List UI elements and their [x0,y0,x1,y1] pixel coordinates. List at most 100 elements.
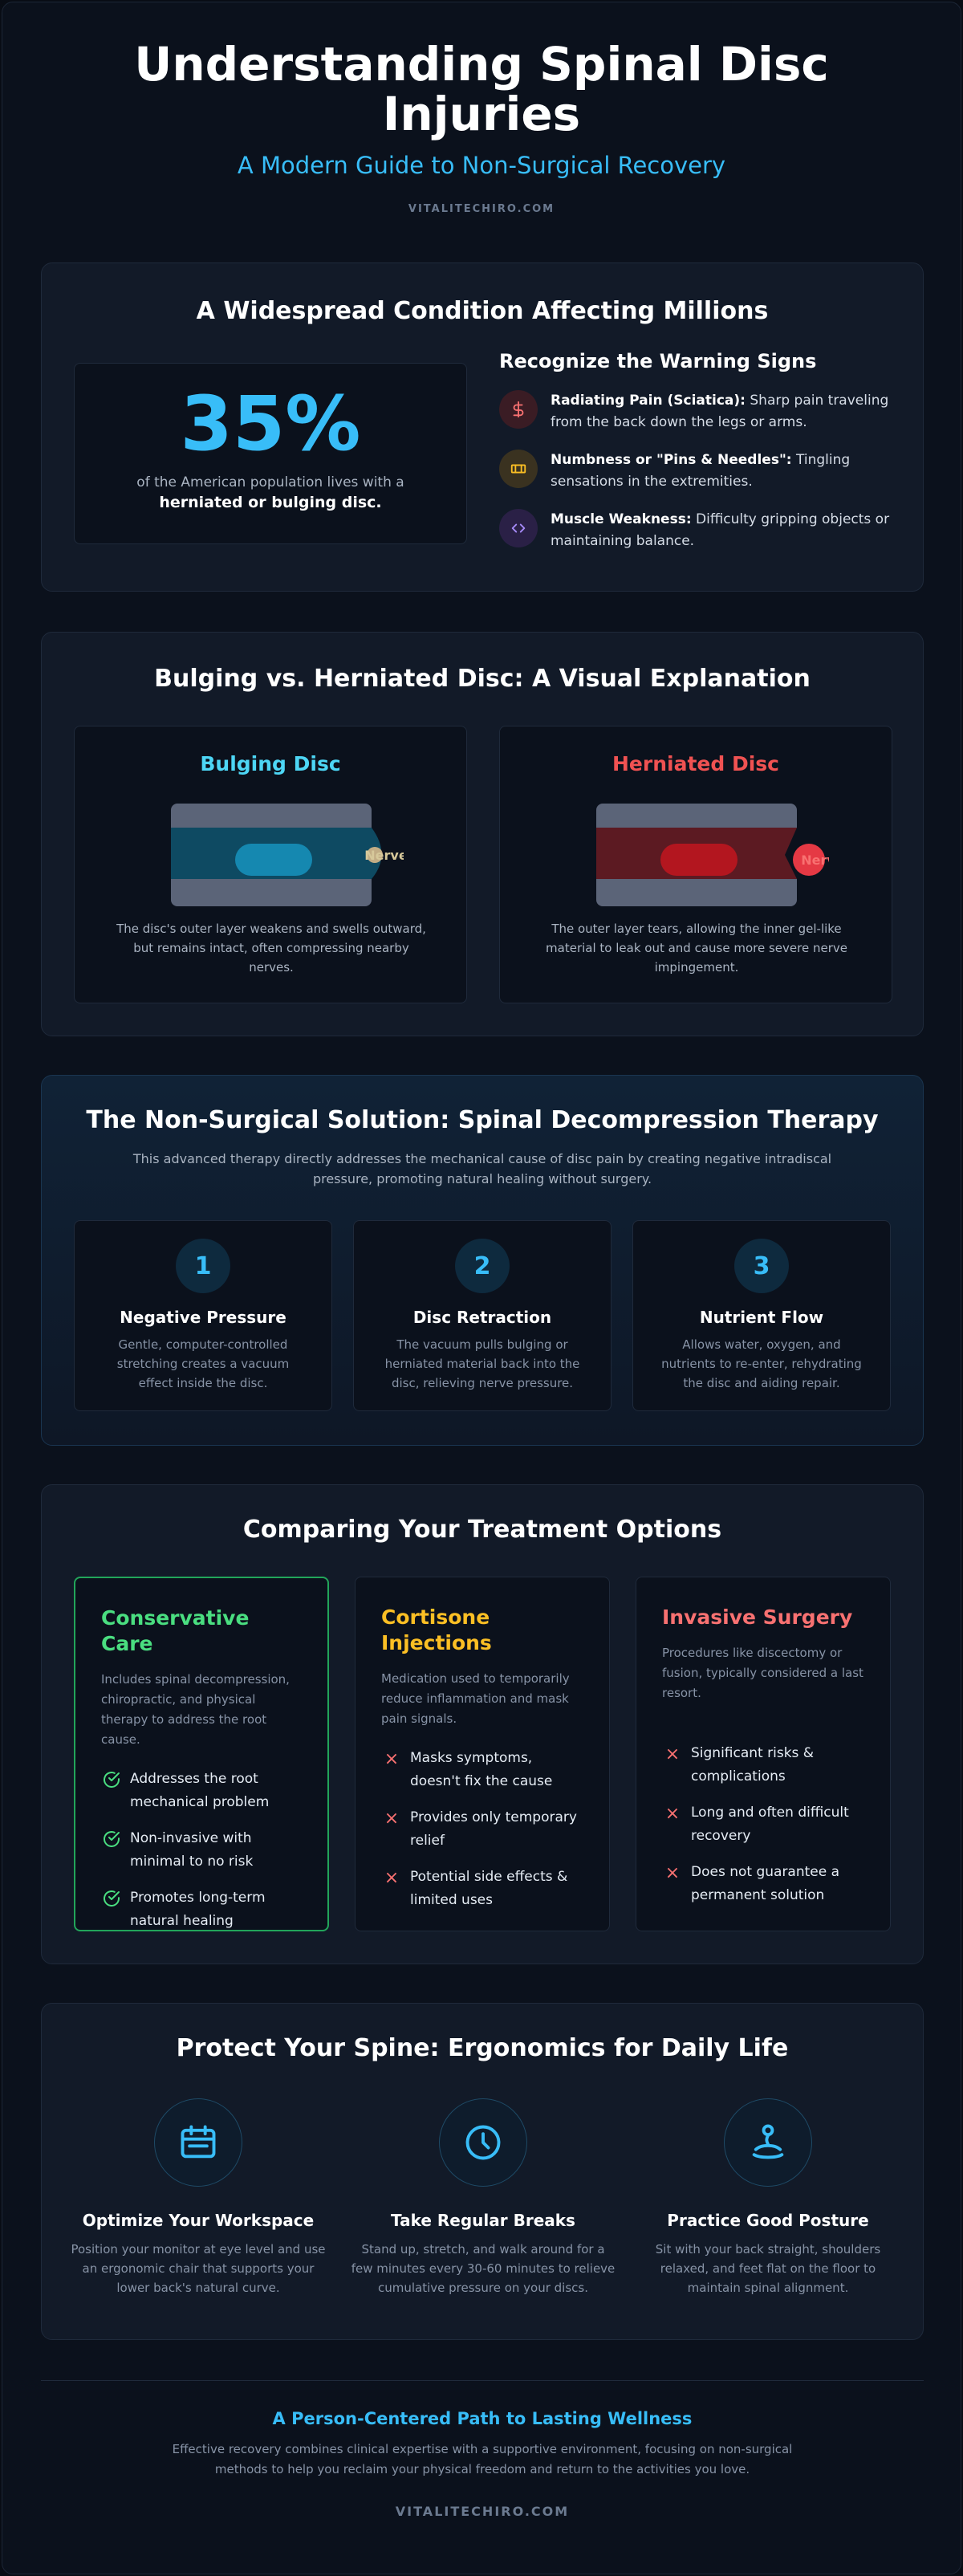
check-circle-icon [101,1829,122,1850]
solution-section: The Non-Surgical Solution: Spinal Decomp… [41,1075,924,1446]
step-description: The vacuum pulls bulging or herniated ma… [384,1337,580,1390]
footer-divider [41,2380,924,2381]
tip-item: Take Regular Breaks Stand up, stretch, a… [351,2098,616,2297]
stat-text: of the American population lives with a [136,474,404,490]
ergonomics-section: Protect Your Spine: Ergonomics for Daily… [41,2003,924,2340]
tip-description: Sit with your back straight, shoulders r… [655,2242,881,2295]
step-card: 2 Disc Retraction The vacuum pulls bulgi… [353,1220,612,1411]
step-number: 1 [176,1239,230,1293]
option-description: Procedures like discectomy or fusion, ty… [662,1646,863,1700]
option-card-conservative: Conservative Care Includes spinal decomp… [74,1577,329,1931]
warning-sign-item: Muscle Weakness: Difficulty gripping obj… [499,509,900,552]
step-card: 1 Negative Pressure Gentle, computer-con… [74,1220,332,1411]
section-title: The Non-Surgical Solution: Spinal Decomp… [86,1106,879,1134]
tip-description: Stand up, stretch, and walk around for a… [351,2242,616,2295]
option-title: Cortisone Injections [381,1605,492,1654]
bulging-disc-description: The disc's outer layer weakens and swell… [116,922,426,975]
herniated-disc-title: Herniated Disc [612,752,779,775]
sign-label: Numbness or "Pins & Needles": [551,452,792,468]
x-icon: × [384,1808,400,1829]
option-point: Does not guarantee a permanent solution [691,1864,840,1903]
bulging-disc-card: Bulging Disc Nerve The disc's outer laye… [74,726,467,1003]
option-point: Masks symptoms, doesn't fix the cause [410,1750,553,1789]
tip-title: Take Regular Breaks [391,2211,575,2230]
check-circle-icon [101,1888,122,1909]
calendar-icon [154,2098,242,2187]
warning-sign-item: Numbness or "Pins & Needles": Tingling s… [499,450,900,493]
section-title: Protect Your Spine: Ergonomics for Daily… [176,2034,789,2062]
option-point: Non-invasive with minimal to no risk [130,1830,254,1870]
sign-text: Difficulty gripping objects or maintaini… [551,511,890,549]
solution-intro: This advanced therapy directly addresses… [132,1151,832,1186]
nerve-label: Nerve [801,853,829,868]
option-point: Promotes long-term natural healing [130,1890,266,1929]
header: Understanding Spinal Disc Injuries A Mod… [2,2,961,215]
step-title: Nutrient Flow [699,1308,824,1327]
option-point: Potential side effects & limited uses [410,1869,568,1908]
x-icon: × [664,1744,681,1764]
page-title: Understanding Spinal Disc Injuries [134,37,829,141]
warning-signs: Recognize the Warning Signs Radiating Pa… [499,350,900,568]
code-icon [499,509,538,547]
option-point: Addresses the root mechanical problem [130,1771,270,1810]
herniated-disc-illustration: Nerve [596,804,829,906]
option-point: Provides only temporary relief [410,1809,577,1849]
option-card-cortisone: Cortisone Injections Medication used to … [355,1577,610,1931]
dollar-icon [499,390,538,429]
list-item: × Significant risks & complications [662,1742,864,1789]
tip-title: Optimize Your Workspace [82,2211,315,2230]
option-point: Significant risks & complications [691,1745,815,1784]
footer-title: A Person-Centered Path to Lasting Wellne… [272,2409,693,2428]
tip-item: Optimize Your Workspace Position your mo… [66,2098,331,2297]
nerve-label: Nerve [364,848,404,863]
x-icon: × [664,1803,681,1824]
step-description: Allows water, oxygen, and nutrients to r… [661,1337,862,1390]
option-title: Invasive Surgery [662,1605,853,1629]
list-item: Non-invasive with minimal to no risk [101,1827,302,1874]
brand-link-footer[interactable]: VITALITECHIRO.COM [395,2504,570,2519]
x-icon: × [384,1748,400,1769]
sign-text: Sharp pain traveling from the back down … [551,393,889,430]
step-number: 2 [455,1239,510,1293]
section-title: Comparing Your Treatment Options [242,1516,722,1544]
posture-icon [724,2098,812,2187]
clock-icon [439,2098,527,2187]
step-title: Negative Pressure [120,1308,286,1327]
herniated-disc-card: Herniated Disc Nerve The outer layer tea… [499,726,892,1003]
stat-value: 35% [180,380,361,468]
tip-title: Practice Good Posture [667,2211,869,2230]
option-point: Long and often difficult recovery [691,1805,849,1844]
list-item: × Long and often difficult recovery [662,1801,864,1848]
visual-section: Bulging vs. Herniated Disc: A Visual Exp… [41,632,924,1036]
stat-strong: herniated or bulging disc. [159,494,382,511]
step-title: Disc Retraction [412,1308,552,1327]
ticket-icon [499,450,538,488]
option-card-surgery: Invasive Surgery Procedures like discect… [636,1577,891,1931]
step-card: 3 Nutrient Flow Allows water, oxygen, an… [632,1220,891,1411]
list-item: × Does not guarantee a permanent solutio… [662,1861,864,1907]
list-item: × Provides only temporary relief [381,1806,583,1853]
footer: A Person-Centered Path to Lasting Wellne… [2,2409,961,2519]
brand-link-top[interactable]: VITALITECHIRO.COM [408,203,555,215]
bulging-disc-illustration: Nerve [171,804,404,906]
tip-description: Position your monitor at eye level and u… [71,2242,326,2295]
list-item: × Masks symptoms, doesn't fix the cause [381,1747,583,1793]
x-icon: × [384,1867,400,1888]
tip-item: Practice Good Posture Sit with your back… [636,2098,900,2297]
page-subtitle: A Modern Guide to Non-Surgical Recovery [237,152,726,179]
step-number: 3 [734,1239,789,1293]
widespread-section: A Widespread Condition Affecting Million… [41,262,924,592]
section-title: A Widespread Condition Affecting Million… [196,297,769,325]
x-icon: × [664,1862,681,1883]
list-item: Addresses the root mechanical problem [101,1768,302,1814]
sign-label: Radiating Pain (Sciatica): [551,393,746,409]
sign-text: Tingling sensations in the extremities. [551,452,851,490]
option-description: Includes spinal decompression, chiroprac… [101,1672,290,1747]
check-circle-icon [101,1769,122,1790]
stat-box: 35% of the American population lives wit… [74,363,467,544]
section-title: Bulging vs. Herniated Disc: A Visual Exp… [154,665,811,693]
step-description: Gentle, computer-controlled stretching c… [116,1337,290,1390]
list-item: Promotes long-term natural healing [101,1886,302,1933]
herniated-disc-description: The outer layer tears, allowing the inne… [546,922,847,975]
